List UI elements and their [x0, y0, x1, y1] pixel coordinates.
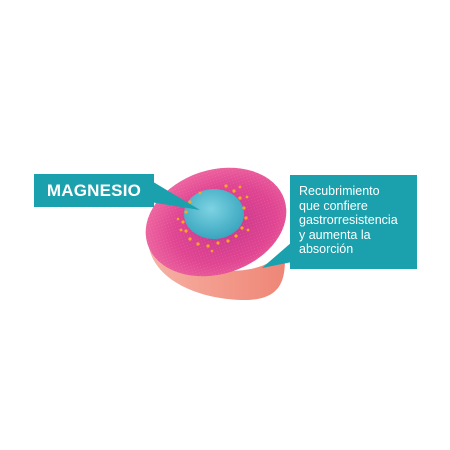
core-callout-pointer	[150, 180, 200, 210]
tablet-rim	[148, 240, 285, 300]
magnesium-core-icon	[184, 189, 244, 239]
coating-callout-pointer	[262, 242, 292, 268]
core-label: MAGNESIO	[34, 174, 154, 207]
coating-particles-icon	[176, 184, 250, 253]
coating-label: Recubrimiento que confiere gastrorresist…	[290, 175, 417, 269]
